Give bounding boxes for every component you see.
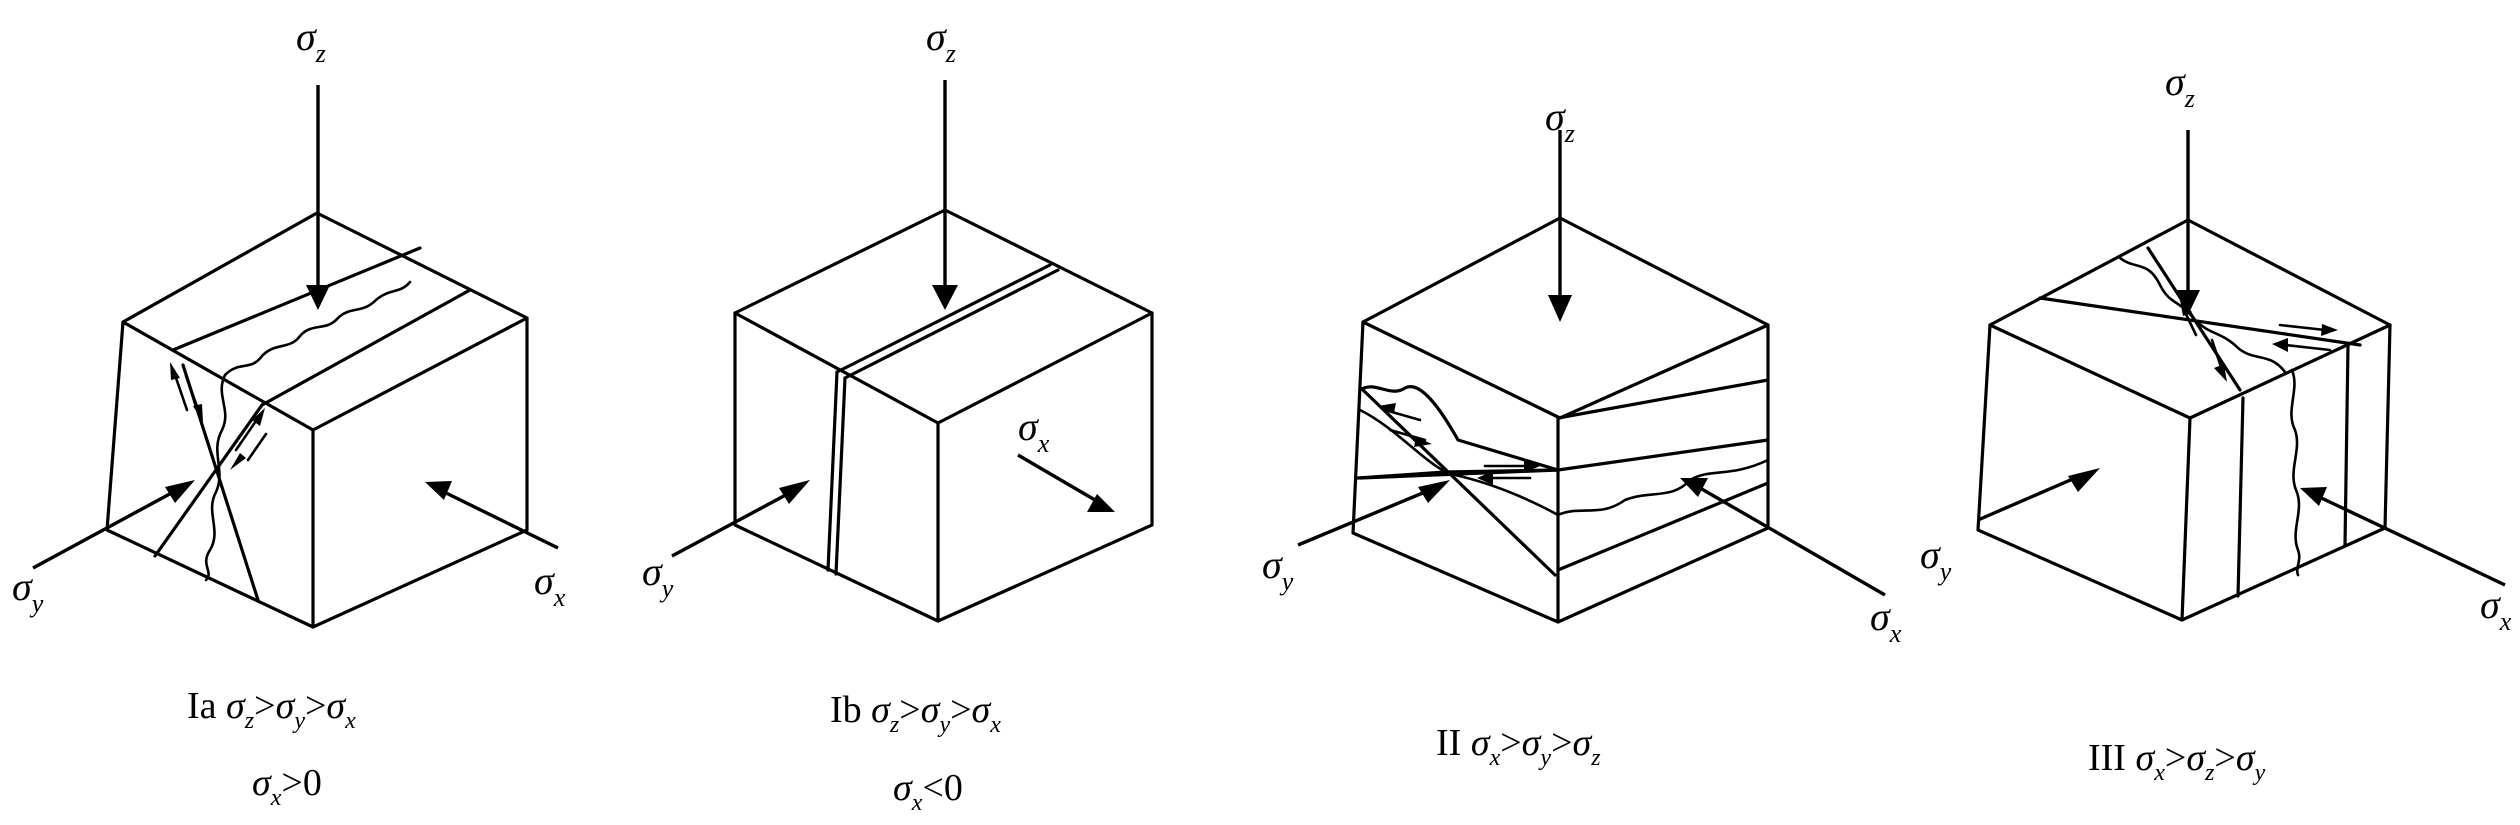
caption-line-1: Ib σz>σy>σx xyxy=(830,689,1001,738)
sigma-x-arrowhead xyxy=(2300,487,2327,506)
sigma-x-label: σx xyxy=(534,558,566,612)
sigma-y-label: σy xyxy=(12,564,44,618)
panel-ib-labels: σz σy σx xyxy=(642,14,1050,603)
sigma-y-arrowhead xyxy=(2068,468,2100,492)
panel-iii-caption: III σx>σz>σy xyxy=(2088,737,2266,786)
sigma-z-arrowhead xyxy=(2176,290,2200,315)
panel-ii-block xyxy=(1351,216,1770,624)
sigma-y-arrowhead xyxy=(1418,480,1450,503)
sigma-x-arrowhead xyxy=(425,481,452,500)
panel-ia-caption: Ia σz>σy>σx σx>0 xyxy=(187,685,356,811)
panel-ib-caption: Ib σz>σy>σx σx<0 xyxy=(830,689,1001,816)
panel-ii-arrows xyxy=(1297,130,1886,597)
sigma-y-label: σy xyxy=(642,549,674,603)
panel-iii-block xyxy=(1976,218,2392,622)
sigma-z-label: σz xyxy=(1545,94,1575,148)
caption-line-2: σx<0 xyxy=(893,767,963,816)
sigma-y-label: σy xyxy=(1920,532,1952,586)
sigma-z-arrowhead xyxy=(306,285,330,310)
sigma-x-label: σx xyxy=(2480,582,2512,636)
sigma-x-arrowhead xyxy=(1087,494,1115,512)
caption-line-1: Ia σz>σy>σx xyxy=(187,685,356,734)
sigma-x-label: σx xyxy=(1870,594,1902,648)
sigma-x-arrowhead xyxy=(1680,478,1708,497)
sigma-z-arrowhead xyxy=(932,285,958,310)
sigma-z-label: σz xyxy=(296,14,326,68)
panel-ia-labels: σz σy σx xyxy=(12,14,566,618)
panel-ii-caption: II σx>σy>σz xyxy=(1436,722,1601,771)
sigma-y-label: σy xyxy=(1262,542,1294,596)
sigma-z-arrowhead xyxy=(1548,295,1572,322)
panel-ia-arrows xyxy=(32,85,559,570)
sigma-y-arrowhead xyxy=(165,480,195,503)
panel-ia-block xyxy=(105,211,529,629)
panel-ib-arrows xyxy=(671,80,1115,558)
sigma-z-label: σz xyxy=(926,14,956,68)
caption-line-1: II σx>σy>σz xyxy=(1436,722,1601,771)
caption-line-1: III σx>σz>σy xyxy=(2088,737,2266,786)
caption-line-2: σx>0 xyxy=(252,762,322,811)
sigma-z-label: σz xyxy=(2165,59,2195,113)
panel-iii-arrows xyxy=(1977,130,2506,587)
sigma-y-arrowhead xyxy=(779,480,810,504)
panel-iii-labels: σz σy σx xyxy=(1920,59,2512,636)
panel-ii-labels: σz σy σx xyxy=(1262,94,1902,648)
panel-ib-block xyxy=(733,208,1154,623)
sigma-x-label: σx xyxy=(1018,404,1050,458)
